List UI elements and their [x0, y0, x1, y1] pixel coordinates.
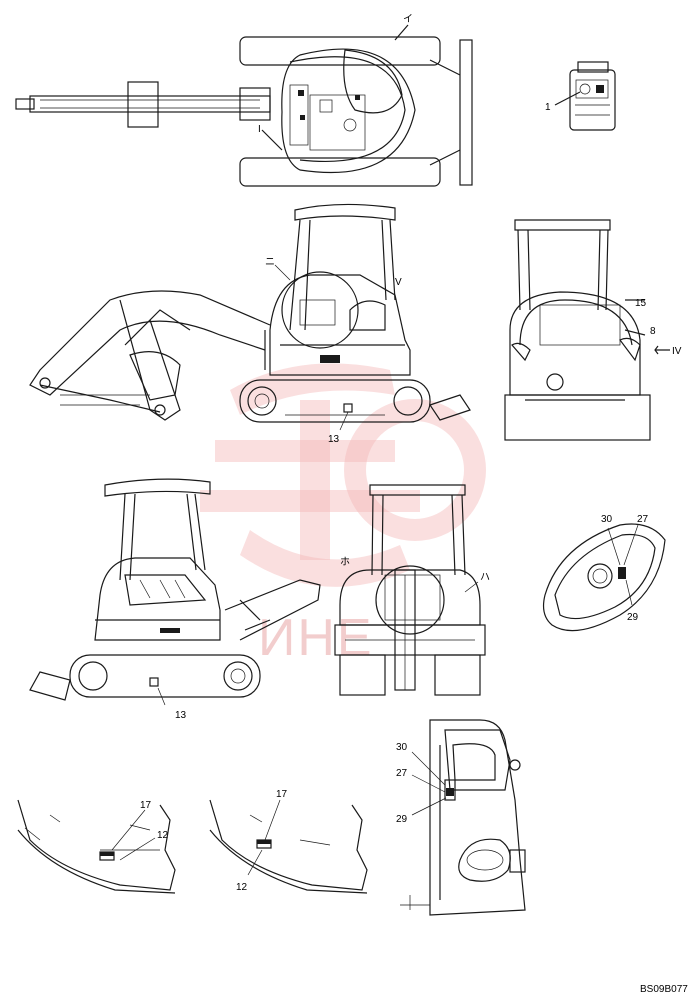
callout-27-cover: 27	[637, 514, 649, 525]
switch-panel-inset	[554, 61, 616, 131]
callout-29-cover: 29	[627, 612, 639, 623]
callout-v: V	[395, 277, 402, 288]
front-view-machine	[334, 484, 486, 696]
cover-inset	[542, 523, 666, 632]
callout-17-panel-a: 17	[140, 800, 152, 811]
callout-ro: イ	[403, 14, 413, 25]
left-view-machine	[29, 478, 321, 701]
panel-a-inset	[17, 799, 176, 894]
callout-iv: IV	[672, 346, 682, 357]
panel-b-inset	[209, 799, 368, 894]
callout-i: I	[258, 124, 261, 135]
callout-30-cover: 30	[601, 514, 613, 525]
watermark: ИНЕ	[200, 363, 486, 667]
top-view-machine	[15, 24, 473, 187]
watermark-text: ИНЕ	[258, 609, 374, 667]
callout-1: 1	[545, 102, 551, 113]
callout-27-door: 27	[396, 768, 408, 779]
door-inset	[400, 719, 526, 916]
rear-view-machine	[504, 219, 651, 441]
callout-17-panel-b: 17	[276, 789, 288, 800]
callout-15: 15	[635, 298, 647, 309]
drawing-code: BS09B077	[640, 984, 688, 995]
callout-ho: ホ	[340, 556, 350, 568]
callout-12-panel-b: 12	[236, 882, 248, 893]
side-view-machine	[29, 203, 471, 423]
callout-30-door: 30	[396, 742, 408, 753]
callout-13-side: 13	[328, 434, 340, 445]
callout-ni: ニ	[265, 257, 275, 268]
callout-ha: ハ	[480, 572, 490, 583]
callout-8: 8	[650, 326, 656, 337]
callout-12-panel-a: 12	[157, 830, 169, 841]
callout-13-left: 13	[175, 710, 187, 721]
callout-29-door: 29	[396, 814, 408, 825]
